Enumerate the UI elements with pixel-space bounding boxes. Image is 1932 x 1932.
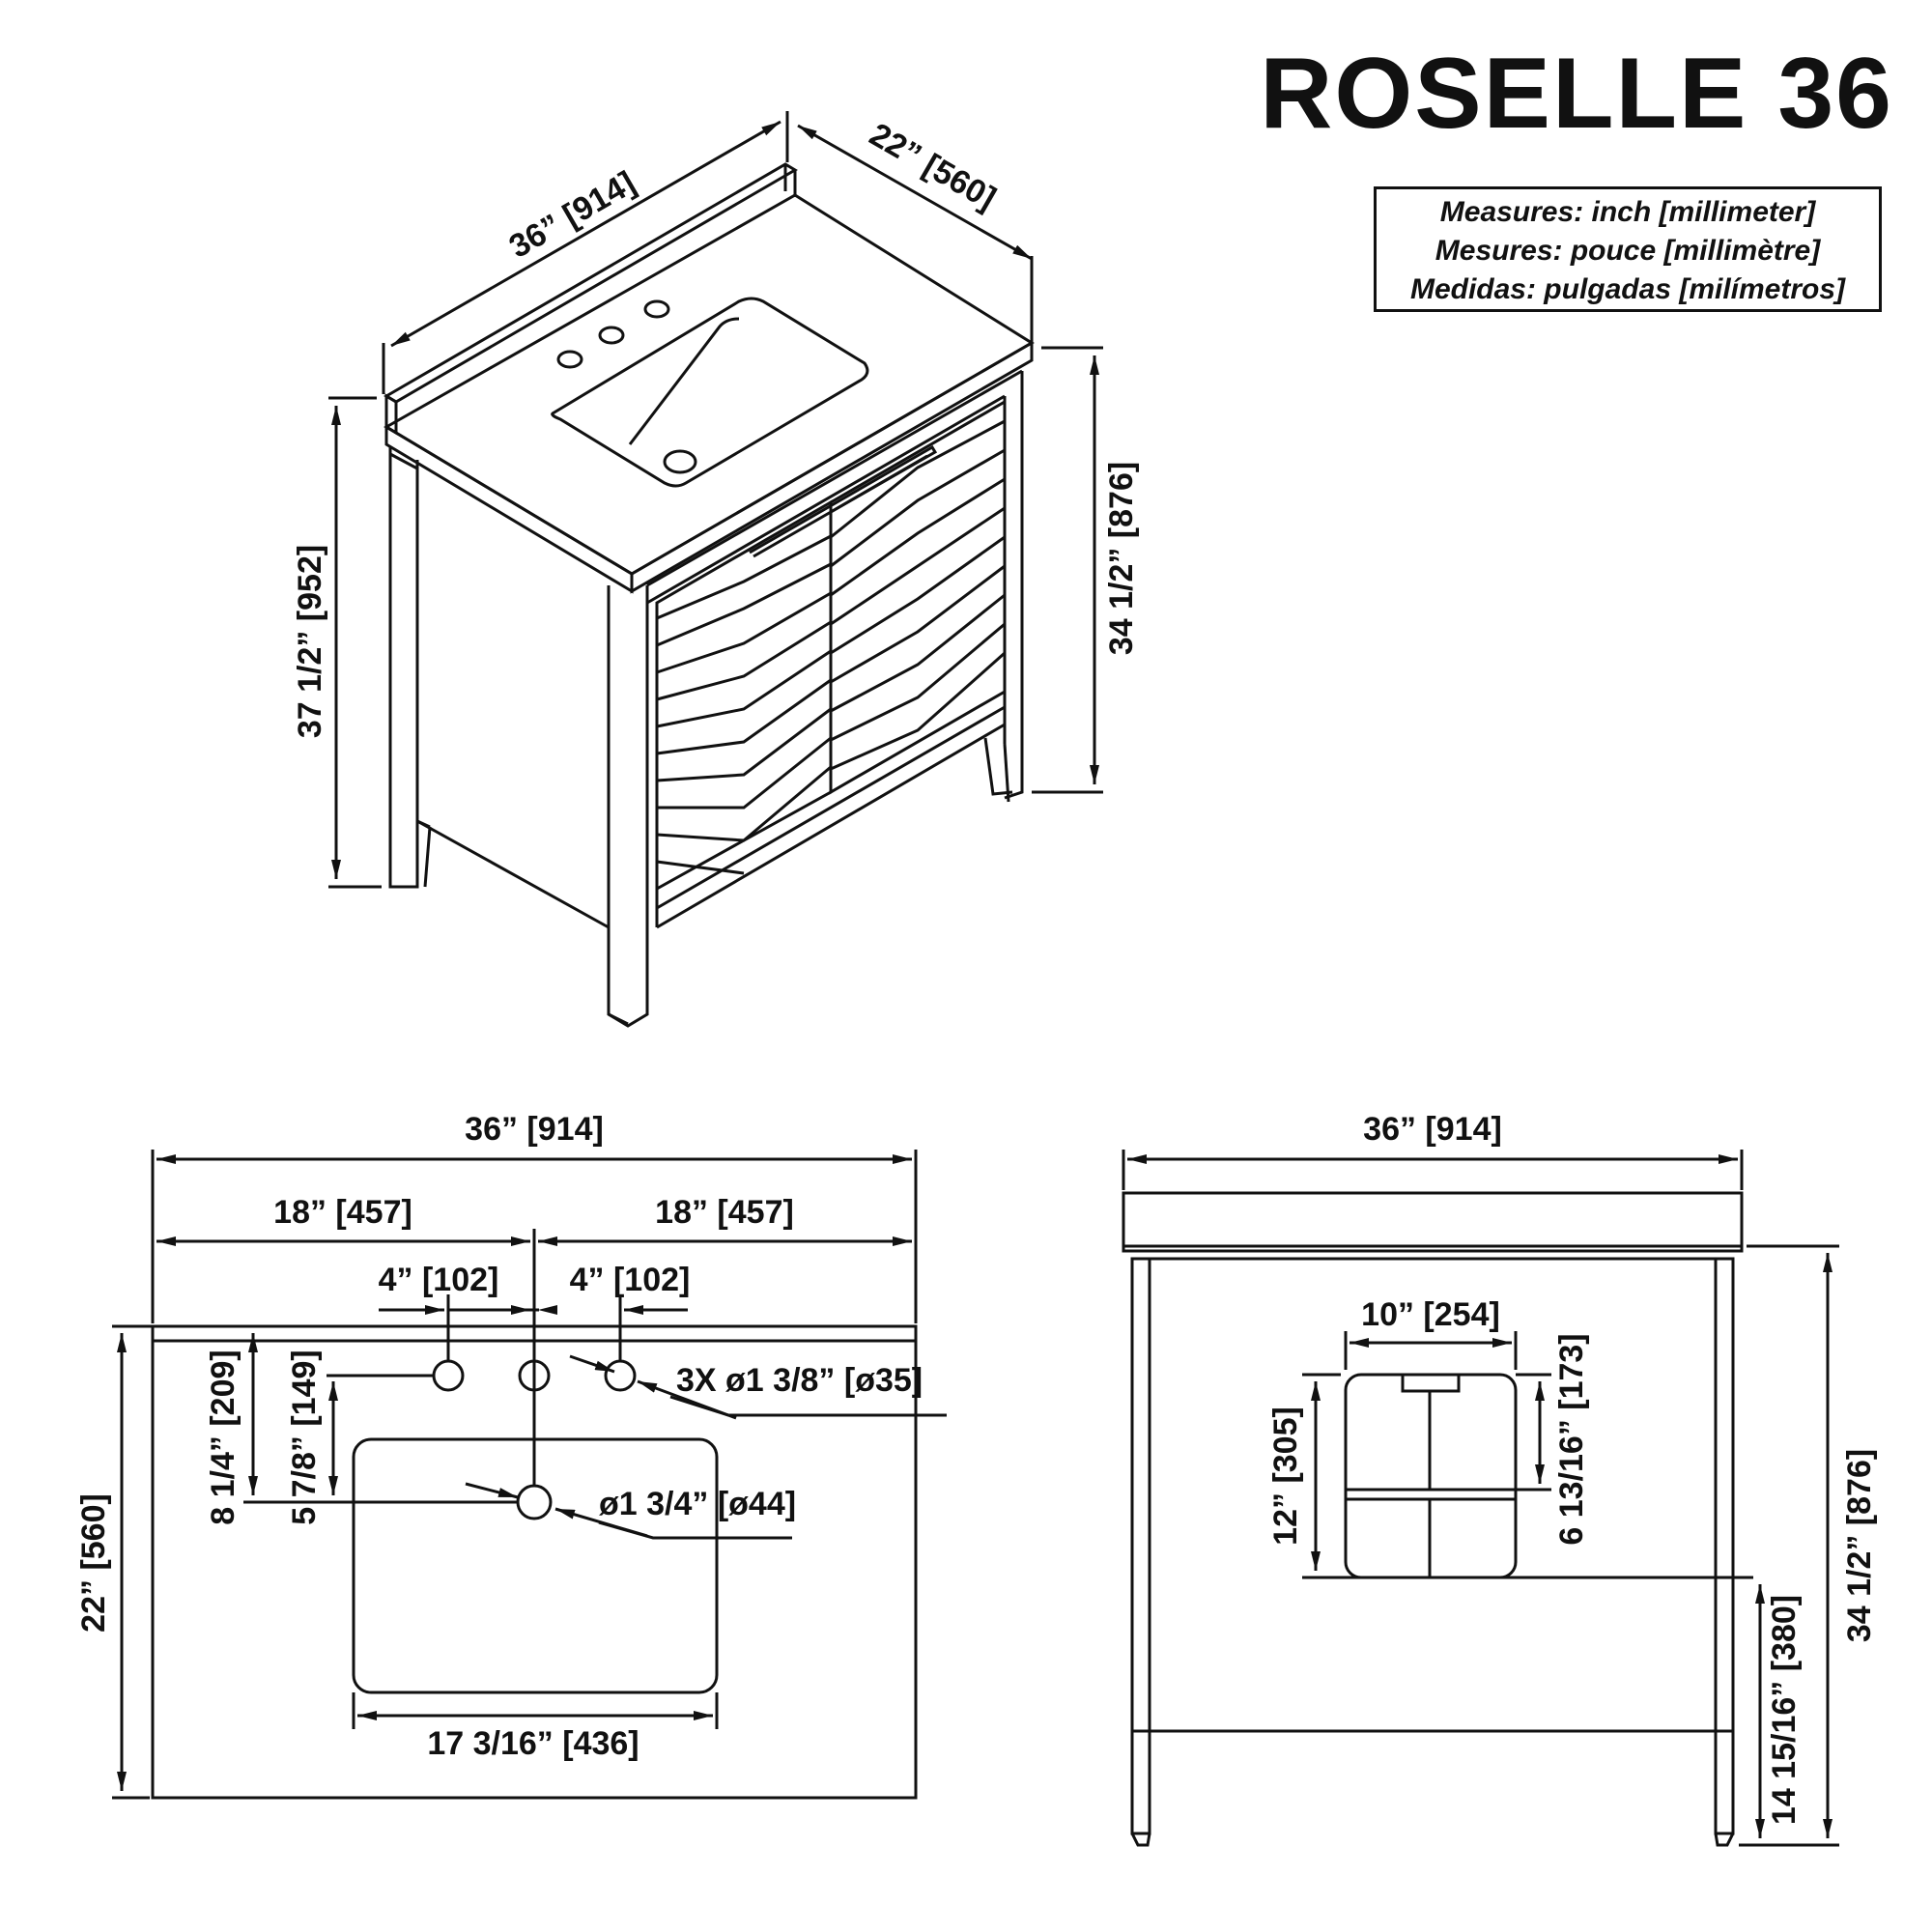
top-depth-label: 22” [560] — [75, 1493, 112, 1633]
units-legend-en: Measures: inch [millimeter] — [1439, 196, 1816, 228]
top-drain-from-back-label: 8 1/4” [209] — [205, 1350, 242, 1524]
back-cabinet-outline — [1122, 1191, 1744, 1847]
faucet-holes-iso — [556, 299, 670, 369]
top-right-spread-label: 4” [102] — [570, 1262, 691, 1298]
top-dimension-lines — [112, 1150, 947, 1800]
top-view: 36” [914] 18” [457] 18” [457] 4” [102] 4… — [75, 1111, 947, 1800]
top-basin-width-label: 17 3/16” [436] — [427, 1725, 639, 1762]
iso-total-height-label: 37 1/2” [952] — [292, 545, 328, 738]
top-basin-from-holes-label: 5 7/8” [149] — [286, 1350, 323, 1524]
units-legend-fr: Mesures: pouce [millimètre] — [1435, 235, 1821, 267]
iso-dimension-lines — [328, 111, 1103, 889]
top-left-spread-label: 4” [102] — [379, 1262, 499, 1298]
drain-hole — [516, 1484, 553, 1520]
back-dimension-lines — [1122, 1150, 1839, 1847]
cabinet-doors — [655, 399, 1007, 892]
back-counter-height-label: 34 1/2” [876] — [1841, 1449, 1878, 1642]
units-legend-es: Medidas: pulgadas [milímetros] — [1409, 273, 1846, 305]
countertop — [384, 193, 1035, 594]
iso-counter-height-label: 34 1/2” [876] — [1103, 462, 1140, 655]
product-title: ROSELLE 36 — [1260, 38, 1893, 150]
top-drain-label: ø1 3/4” [ø44] — [599, 1486, 796, 1522]
units-legend: Measures: inch [millimeter] Mesures: pou… — [1374, 186, 1882, 312]
back-upper-opening-label: 6 13/16” [173] — [1553, 1333, 1590, 1545]
back-overall-width-label: 36” [914] — [1363, 1111, 1502, 1148]
top-overall-width-label: 36” [914] — [465, 1111, 604, 1148]
sink-iso — [551, 297, 869, 488]
back-cutout-width-label: 10” [254] — [1361, 1296, 1500, 1333]
isometric-view: 36” [914] 22” [560] 37 1/2” [952] 34 1/2… — [292, 111, 1140, 1028]
back-view: 36” [914] 10” [254] 12” [305] 6 13/16” [… — [1122, 1111, 1878, 1847]
back-opening-from-floor-label: 14 15/16” [380] — [1766, 1595, 1803, 1825]
top-left-half-label: 18” [457] — [273, 1194, 412, 1231]
top-faucet-holes-label: 3X ø1 3/8” [ø35] — [676, 1362, 923, 1399]
back-cutout-height-label: 12” [305] — [1267, 1406, 1304, 1546]
cabinet-left-side — [388, 446, 649, 1028]
top-right-half-label: 18” [457] — [655, 1194, 794, 1231]
plumbing-cutout — [1344, 1373, 1518, 1579]
